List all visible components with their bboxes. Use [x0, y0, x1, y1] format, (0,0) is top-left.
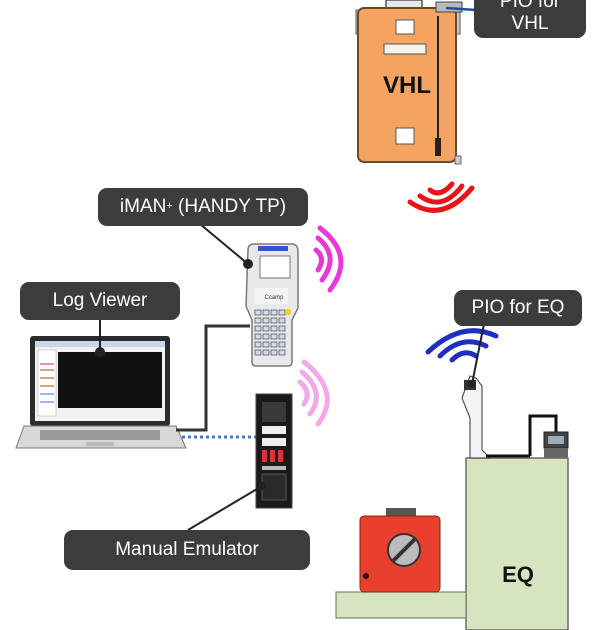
pio-vhl-pointer [445, 6, 477, 12]
wireless-signal-icon [297, 359, 330, 427]
callout-pio-eq: PIO for EQ [454, 290, 582, 326]
wireless-signal-icon [407, 181, 475, 213]
pio-sensor-icon [461, 375, 569, 459]
tp-cable [176, 324, 250, 432]
callout-iman-suffix: (HANDY TP) [172, 196, 287, 217]
vhl-vehicle: VHL [355, 0, 463, 165]
wireless-signal-icon [313, 225, 344, 293]
handheld-terminal-icon: Ccamp [245, 243, 299, 367]
wireless-signal-icon [425, 328, 499, 363]
callout-pio-vhl-line1: PIO for [499, 0, 561, 12]
callout-manual-emulator-label: Manual Emulator [115, 539, 259, 560]
callout-iman-prefix: iMAN [119, 196, 167, 217]
callout-log-viewer-label: Log Viewer [52, 290, 148, 311]
laptop-icon [15, 336, 187, 449]
callout-iman: iMAN+ (HANDY TP) [98, 188, 308, 226]
iman-pointer [199, 223, 249, 265]
pio-eq-pointer [471, 323, 485, 385]
rotary-stage-icon [335, 508, 467, 619]
eq-label: EQ [502, 562, 534, 587]
callout-log-viewer: Log Viewer [20, 282, 180, 320]
callout-manual-emulator: Manual Emulator [64, 530, 310, 570]
callout-pio-vhl: PIO for VHL [474, 0, 586, 38]
equipment-icon: EQ [465, 457, 569, 630]
callout-iman-sup: + [166, 200, 173, 212]
callout-pio-eq-label: PIO for EQ [471, 297, 565, 318]
svg-text:Ccamp: Ccamp [264, 295, 284, 301]
emulator-pointer [187, 485, 263, 531]
callout-pio-vhl-line2: VHL [511, 13, 549, 34]
vhl-label: VHL [383, 72, 431, 99]
emulator-board-icon [255, 393, 293, 509]
